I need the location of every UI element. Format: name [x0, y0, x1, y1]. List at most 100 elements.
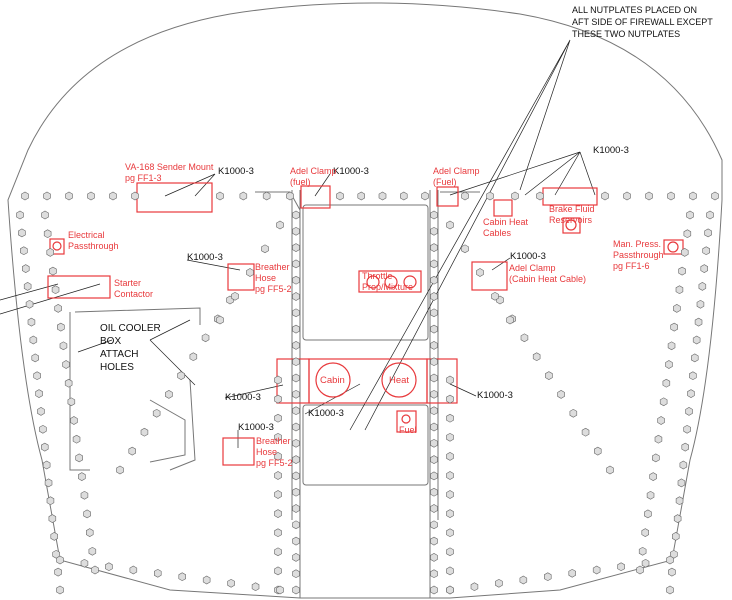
part-callout: K1000-3 [477, 390, 513, 401]
nutplate-symbol [461, 244, 469, 254]
nutplate-symbol [430, 259, 438, 269]
nutplate-symbol [202, 575, 211, 585]
nutplate-symbol [274, 413, 282, 423]
nutplate-symbol [430, 226, 438, 236]
nutplate-symbol [201, 333, 210, 343]
nutplate-symbol [680, 248, 689, 257]
nutplate-symbol [421, 191, 429, 201]
nutplate-symbol [42, 460, 51, 470]
nutplate-symbol [292, 585, 300, 595]
part-callout: K1000-3 [333, 166, 369, 177]
nutplate-symbol [491, 291, 499, 301]
nutplate-symbol [430, 406, 438, 416]
nutplate-symbol [700, 264, 709, 273]
nutplate-symbol [568, 568, 577, 578]
label-line: (Cabin Heat Cable) [509, 274, 587, 284]
nutplate-symbol [41, 210, 49, 220]
nutplate-symbol [592, 565, 601, 575]
sender-mount-label: VA-168 Sender Mount pg FF1-3 [125, 162, 213, 184]
nutplate-symbol [37, 407, 45, 416]
nutplate-symbol [83, 509, 91, 519]
nutplate-symbol [683, 229, 692, 239]
nutplate-symbol [274, 394, 282, 404]
label-line: Breather [256, 436, 291, 446]
nutplate-symbol [292, 341, 300, 350]
nutplate-symbol [21, 191, 29, 201]
nutplate-symbol [673, 514, 682, 523]
label-line: Adel Clamp [509, 263, 556, 273]
nutplate-symbol [292, 520, 300, 530]
nutplate-symbol [446, 220, 454, 230]
nutplate-symbol [189, 352, 198, 362]
label-line: Adel Clamp [290, 166, 337, 176]
nutplate-symbol [430, 520, 438, 530]
nutplate-symbol [274, 528, 282, 538]
nutplate-symbol [532, 352, 541, 362]
nutplate-symbol [56, 322, 65, 332]
nutplate-symbol [696, 299, 705, 309]
nutplate-symbol [292, 373, 300, 383]
nutplate-symbol [520, 333, 529, 343]
nutplate-symbol [91, 565, 99, 575]
nutplate-symbol [638, 546, 647, 556]
nutplate-symbol [216, 191, 224, 201]
nutplate-symbol [666, 585, 674, 595]
nutplate-symbol [486, 191, 494, 201]
nutplate-symbol [665, 360, 673, 369]
nutplate-symbol [18, 228, 26, 238]
nutplate-symbol [446, 452, 454, 461]
electrical-passthrough-label: Electrical Passthrough [68, 230, 119, 252]
nutplate-symbol [378, 191, 387, 201]
nutplate-symbol [274, 452, 282, 461]
nutplate-symbol [23, 282, 32, 291]
nutplate-symbol [667, 191, 675, 201]
nutplate-symbol [641, 558, 650, 568]
adel-clamp-fuel-right-label: Adel Clamp (Fuel) [433, 166, 480, 188]
nutplate-symbol [64, 378, 73, 388]
nutplate-symbol [430, 487, 438, 497]
nutplate-symbol [702, 246, 711, 256]
nutplate-symbol [495, 578, 503, 588]
nutplate-symbol [511, 191, 519, 201]
nutplate-symbol [685, 407, 693, 416]
label-line: Passthrough [613, 250, 664, 260]
breather-hose-lower-label: Breather Hose pg FF5-2 [256, 436, 293, 469]
adel-clamp-fuel-left-label: Adel Clamp (fuel) [290, 166, 337, 188]
nutplate-symbol [430, 275, 438, 285]
nutplate-symbol [430, 569, 438, 579]
label-line: pg FF1-3 [125, 173, 162, 183]
label-line: (Fuel) [433, 177, 457, 187]
nutplate-symbol [692, 335, 701, 345]
nutplate-symbol [65, 191, 73, 201]
nutplate-symbol [399, 191, 408, 201]
nutplate-symbol [667, 341, 676, 351]
nutplate-symbol [670, 322, 679, 332]
oil-cooler-rail [69, 307, 201, 471]
nutplate-symbol [446, 375, 454, 385]
nutplate-symbol [46, 496, 55, 506]
nutplate-symbol [292, 259, 300, 269]
label-line: Cables [483, 228, 512, 238]
nutplate-symbol [292, 553, 300, 562]
nutplate-symbol [336, 191, 344, 201]
oil-cooler-rail-inner [149, 399, 186, 463]
nutplate-symbol [292, 308, 300, 318]
nutplate-symbol [545, 371, 553, 380]
nutplate-symbol [246, 268, 254, 277]
nutplate-symbol [292, 357, 300, 367]
nutplate-symbol [19, 246, 28, 256]
nutplate-symbol [519, 575, 528, 585]
label-line: Prop/Mixture [362, 282, 414, 292]
nutplate-symbol [430, 389, 438, 399]
nutplate-symbol [704, 228, 712, 238]
nutplate-symbol [49, 266, 57, 276]
nutplate-symbol [50, 532, 59, 541]
label-line: (fuel) [290, 177, 311, 187]
nutplate-symbol [29, 335, 38, 345]
cabin-label: Cabin [320, 375, 345, 386]
label-line: pg FF5-2 [256, 458, 293, 468]
nutplate-symbol [675, 496, 684, 506]
nutplate-symbol [51, 285, 60, 295]
note-line: OIL COOLER [100, 323, 161, 334]
nutplate-symbol [292, 243, 300, 252]
